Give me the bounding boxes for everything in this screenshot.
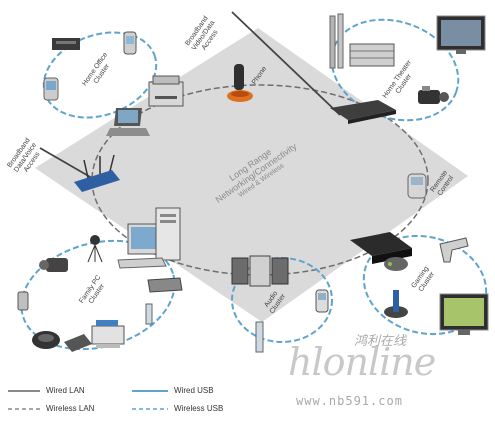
remote-control-icon — [407, 173, 427, 199]
phone-icon — [227, 64, 253, 102]
scanner-icon — [147, 277, 183, 293]
flat-tv-icon — [439, 293, 489, 335]
game-console-icon — [350, 232, 412, 264]
joystick-icon — [384, 290, 408, 318]
printer-icon — [148, 75, 184, 107]
legend-wireless-lan: Wireless LAN — [46, 404, 95, 413]
legend-wireless-usb: Wireless USB — [174, 404, 224, 413]
legend-wired-lan: Wired LAN — [46, 386, 85, 395]
cd-drive-icon — [52, 38, 80, 50]
media-stick-icon — [255, 321, 264, 353]
tv-icon — [436, 15, 486, 54]
inkjet-printer-icon — [91, 320, 125, 348]
pc-tower-icon — [155, 207, 181, 261]
usb-stick-icon — [145, 303, 153, 325]
gamepad-icon — [384, 257, 408, 271]
speaker-tower-icon — [329, 13, 344, 69]
set-top-box-icon — [330, 100, 396, 124]
watermark-url: www.nb591.com — [296, 394, 403, 408]
stereo-rack-icon — [349, 43, 395, 67]
camcorder-icon — [418, 86, 449, 104]
laptop-icon — [106, 108, 150, 136]
watermark-cjk: 鸿利在线 — [354, 334, 407, 349]
keyboard-icon — [117, 257, 167, 269]
light-gun-icon — [439, 237, 469, 263]
webcam-tripod-icon — [87, 235, 103, 263]
usb-hub-icon — [64, 334, 92, 352]
watermark-logo: hlonline — [288, 340, 436, 384]
mp3-player-icon — [17, 291, 29, 311]
pda-icon — [123, 31, 137, 55]
video-camera-icon — [39, 258, 68, 272]
video-access-line — [231, 11, 341, 116]
mini-stereo-icon — [231, 255, 289, 287]
voice-access-line — [39, 147, 93, 179]
portable-player-icon — [315, 289, 329, 313]
home-theater-loop — [330, 18, 460, 122]
handheld-icon — [43, 77, 59, 101]
connectivity-zone — [35, 28, 468, 322]
router-icon — [74, 154, 120, 192]
legend-wired-usb: Wired USB — [174, 386, 214, 395]
mouse-icon — [32, 331, 60, 349]
